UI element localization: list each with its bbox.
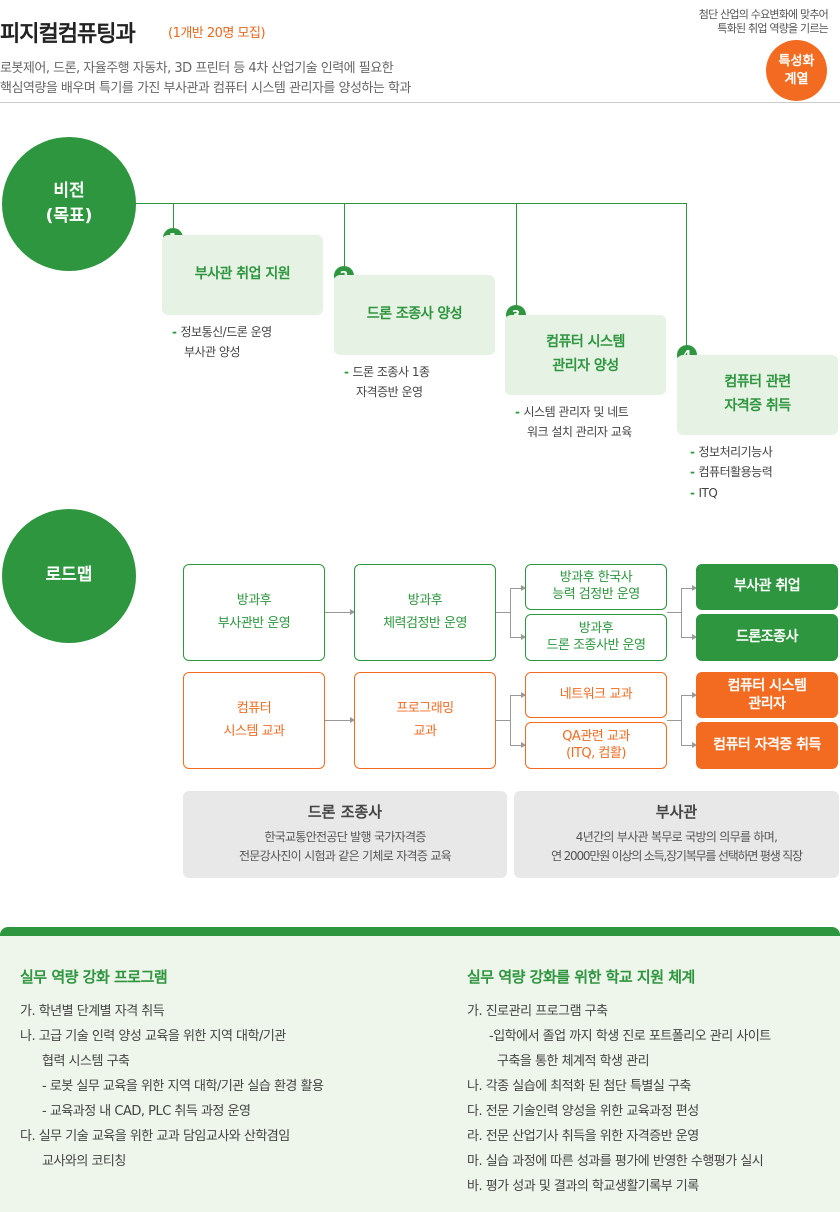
drone-info-title: 드론 조종사 [307, 803, 383, 821]
goal-4-details: -정보처리기능사 -컴퓨터활용능력 -ITQ [690, 445, 773, 500]
goal-2-details: -드론 조종사 1종 자격증반 운영 [344, 365, 430, 400]
programs-panel: 실무 역량 강화 프로그램 가. 학년별 단계별 자격 취득 나. 고급 기술 … [0, 927, 840, 1212]
goal-1-box: 부사관 취업 지원 [162, 235, 323, 315]
list-item: 교사와의 코티칭 [42, 1154, 126, 1169]
tagline-2: 특화된 취업 역량을 기르는 [717, 22, 828, 35]
intro-line-2: 핵심역량을 배우며 특기를 가진 부사관과 컴퓨터 시스템 관리자를 양성하는 … [0, 81, 411, 96]
nco-info-title: 부사관 [655, 803, 698, 821]
green-arrow-2b [510, 634, 526, 640]
orange-step-3b: QA관련 교과(ITQ, 컴활) [525, 722, 667, 769]
green-arrow-1 [325, 609, 355, 615]
list-item: - 교육과정 내 CAD, PLC 취득 과정 운영 [42, 1104, 251, 1119]
orange-merge-stem [667, 720, 681, 721]
list-item: 가. 진로관리 프로그램 구축 [467, 1004, 608, 1019]
list-item: 라. 전문 산업기사 취득을 위한 자격증반 운영 [467, 1129, 699, 1144]
orange-arrow-3a [681, 692, 697, 698]
list-item: - 로봇 실무 교육을 위한 지역 대학/기관 실습 환경 활용 [42, 1079, 324, 1094]
green-result-a: 부사관 취업 [696, 564, 838, 610]
list-item: 다. 전문 기술인력 양성을 위한 교육과정 편성 [467, 1104, 699, 1119]
orange-branch-vertical [510, 695, 511, 745]
vision-connector [136, 203, 687, 204]
program-left-column: 실무 역량 강화 프로그램 가. 학년별 단계별 자격 취득 나. 고급 기술 … [20, 966, 324, 1174]
nco-info-line: 4년간의 부사관 복무로 국방의 의무를 하며, [575, 830, 778, 844]
goal-2-box: 드론 조종사 양성 [334, 275, 495, 355]
nco-info-box: 부사관 4년간의 부사관 복무로 국방의 의무를 하며, 연 2000만원 이상… [514, 791, 839, 878]
left-column-title: 실무 역량 강화 프로그램 [20, 968, 168, 986]
right-column-title: 실무 역량 강화를 위한 학교 지원 체계 [467, 968, 695, 986]
connector-3 [516, 203, 517, 307]
list-item: 나. 고급 기술 인력 양성 교육을 위한 지역 대학/기관 [20, 1029, 286, 1044]
recruit-note: (1개반 20명 모집) [168, 26, 266, 41]
program-right-column: 실무 역량 강화를 위한 학교 지원 체계 가. 진로관리 프로그램 구축 -입… [467, 966, 771, 1199]
header-divider [0, 102, 840, 103]
green-merge-stem [667, 612, 681, 613]
list-item: 다. 실무 기술 교육을 위한 교과 담임교사와 산학겸임 [20, 1129, 290, 1144]
list-item: 협력 시스템 구축 [42, 1054, 130, 1069]
connector-2 [344, 203, 345, 267]
orange-step-3a: 네트워크 교과 [525, 672, 667, 718]
roadmap-circle: 로드맵 [2, 509, 136, 643]
orange-arrow-2a [510, 692, 526, 698]
green-arrow-3b [681, 634, 697, 640]
list-item: 가. 학년별 단계별 자격 취득 [20, 1004, 165, 1019]
connector-4 [686, 203, 687, 346]
list-item: 마. 실습 과정에 따른 성과를 평가에 반영한 수행평가 실시 [467, 1154, 764, 1169]
green-result-b: 드론조종사 [696, 614, 838, 661]
green-merge-vertical [681, 588, 682, 637]
connector-1 [173, 203, 174, 229]
green-arrow-2a [510, 585, 526, 591]
goal-1-details: -정보통신/드론 운영 부사관 양성 [172, 325, 272, 360]
green-arrow-3a [681, 585, 697, 591]
green-branch-stem [496, 612, 510, 613]
list-item: 구축을 통한 체계적 학생 관리 [497, 1054, 650, 1069]
orange-result-b: 컴퓨터 자격증 취득 [696, 722, 838, 769]
vision-circle: 비전(목표) [2, 137, 136, 271]
page-title: 피지컬컴퓨팅과 [0, 22, 136, 47]
drone-info-line: 한국교통안전공단 발행 국가자격증 [264, 830, 426, 844]
drone-info-line: 전문강사진이 시험과 같은 기체로 자격증 교육 [238, 849, 452, 864]
list-item: 나. 각종 실습에 최적화 된 첨단 특별실 구축 [467, 1079, 691, 1094]
orange-merge-vertical [681, 695, 682, 745]
orange-arrow-1 [325, 717, 355, 723]
goal-3-details: -시스템 관리자 및 네트 워크 설치 관리자 교육 [515, 405, 632, 440]
list-item: -입학에서 졸업 까지 학생 진로 포트폴리오 관리 사이트 [489, 1029, 771, 1044]
list-item: 바. 평가 성과 및 결과의 학교생활기록부 기록 [467, 1179, 699, 1194]
nco-info-line: 연 2000만원 이상의 소득,장기복무를 선택하면 평생 직장 [551, 849, 803, 864]
orange-branch-stem [496, 720, 510, 721]
orange-arrow-3b [681, 742, 697, 748]
intro-line-1: 로봇제어, 드론, 자율주행 자동차, 3D 프린터 등 4차 산업기술 인력에… [0, 61, 394, 76]
green-branch-vertical [510, 588, 511, 637]
drone-info-box: 드론 조종사 한국교통안전공단 발행 국가자격증 전문강사진이 시험과 같은 기… [183, 791, 507, 878]
orange-arrow-2b [510, 742, 526, 748]
tagline-1: 첨단 산업의 수요변화에 맞추어 [698, 8, 829, 21]
